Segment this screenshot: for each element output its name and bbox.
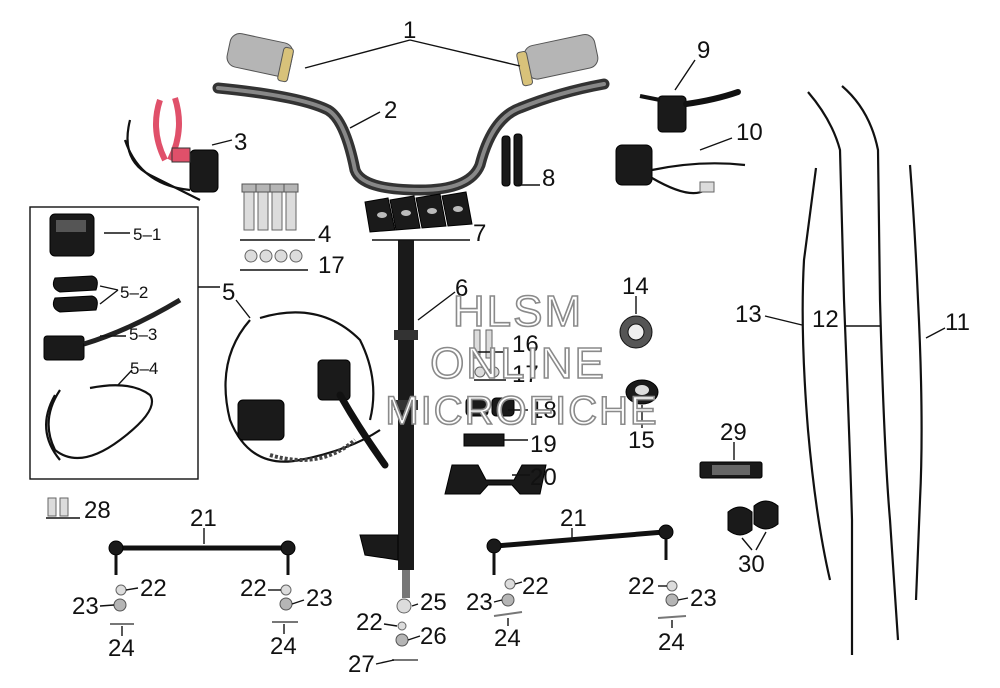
washers-17[interactable]	[474, 366, 500, 378]
label-23-c: 23	[466, 589, 493, 616]
label-10: 10	[736, 119, 763, 146]
tie-rod-left[interactable]	[108, 540, 296, 575]
label-17-top: 17	[318, 252, 345, 279]
label-23-b: 23	[306, 585, 333, 612]
label-22-b: 22	[240, 575, 267, 602]
label-8: 8	[542, 165, 555, 192]
rubber-caps[interactable]	[727, 500, 779, 536]
handlebar-clamps[interactable]	[364, 191, 473, 233]
hardware-stem[interactable]	[392, 598, 418, 661]
connector-29[interactable]	[699, 461, 763, 479]
brake-master-cylinder[interactable]	[43, 297, 182, 361]
label-3: 3	[234, 129, 247, 156]
label-26: 26	[420, 623, 447, 650]
label-21-left: 21	[190, 505, 217, 532]
label-5-3: 5–3	[129, 325, 157, 344]
label-21-right: 21	[560, 505, 587, 532]
cable-guides[interactable]	[501, 133, 523, 187]
cable-13[interactable]	[801, 167, 832, 581]
bolts-16[interactable]	[473, 329, 493, 359]
label-4: 4	[318, 221, 331, 248]
label-5-1: 5–1	[133, 225, 161, 244]
label-15: 15	[628, 427, 655, 454]
right-switch-assembly[interactable]	[615, 144, 746, 195]
label-13: 13	[735, 301, 762, 328]
label-7: 7	[473, 220, 486, 247]
left-switch-assembly[interactable]	[123, 97, 219, 201]
label-9: 9	[697, 37, 710, 64]
label-22-e: 22	[628, 573, 655, 600]
label-24-c: 24	[494, 625, 521, 652]
label-6: 6	[455, 275, 468, 302]
label-24-b: 24	[270, 633, 297, 660]
label-14: 14	[622, 273, 649, 300]
brake-hose[interactable]	[45, 384, 153, 461]
label-16: 16	[512, 331, 539, 358]
steering-stem[interactable]	[359, 240, 418, 598]
seal[interactable]	[625, 379, 659, 405]
label-24-d: 24	[658, 629, 685, 656]
brake-assembly[interactable]	[224, 311, 389, 469]
hardware-right-1[interactable]	[493, 578, 523, 617]
brake-pads[interactable]	[52, 275, 98, 313]
label-25: 25	[420, 589, 447, 616]
label-23-d: 23	[690, 585, 717, 612]
label-5-2: 5–2	[120, 283, 148, 302]
label-22-a: 22	[140, 575, 167, 602]
cable-11[interactable]	[908, 164, 923, 601]
washers-top[interactable]	[244, 249, 303, 263]
label-28: 28	[84, 497, 111, 524]
bushings-18[interactable]	[465, 397, 515, 417]
grip-right[interactable]	[516, 33, 600, 87]
label-19: 19	[530, 431, 557, 458]
hardware-left-2[interactable]	[272, 584, 298, 623]
label-5-4: 5–4	[130, 359, 158, 378]
label-2: 2	[384, 97, 397, 124]
label-20: 20	[530, 464, 557, 491]
label-22-d: 22	[522, 573, 549, 600]
watermark-line-1: HLSM	[453, 287, 583, 336]
throttle-lever[interactable]	[639, 89, 741, 133]
label-29: 29	[720, 419, 747, 446]
plate-19[interactable]	[463, 433, 505, 447]
label-22-c: 22	[356, 609, 383, 636]
watermark-line-2: ONLINE	[430, 339, 606, 388]
label-24-a: 24	[108, 635, 135, 662]
grip-left[interactable]	[225, 32, 295, 83]
label-5: 5	[222, 279, 235, 306]
label-1: 1	[403, 17, 416, 44]
tie-rod-right[interactable]	[486, 524, 674, 575]
brake-caliper-small[interactable]	[49, 213, 95, 257]
clamp-bolts[interactable]	[241, 183, 299, 231]
label-17-mid: 17	[512, 361, 539, 388]
label-18: 18	[530, 397, 557, 424]
bearing[interactable]	[619, 315, 653, 349]
brake-parts-box	[29, 206, 199, 480]
label-12: 12	[812, 306, 839, 333]
bolts-28[interactable]	[47, 497, 69, 517]
label-11: 11	[945, 309, 970, 336]
label-27: 27	[348, 651, 375, 678]
cable-12[interactable]	[807, 85, 900, 655]
watermark-line-3: MICROFICHE	[385, 389, 658, 433]
label-23-a: 23	[72, 593, 99, 620]
label-30: 30	[738, 551, 765, 578]
bracket-20[interactable]	[444, 464, 547, 495]
